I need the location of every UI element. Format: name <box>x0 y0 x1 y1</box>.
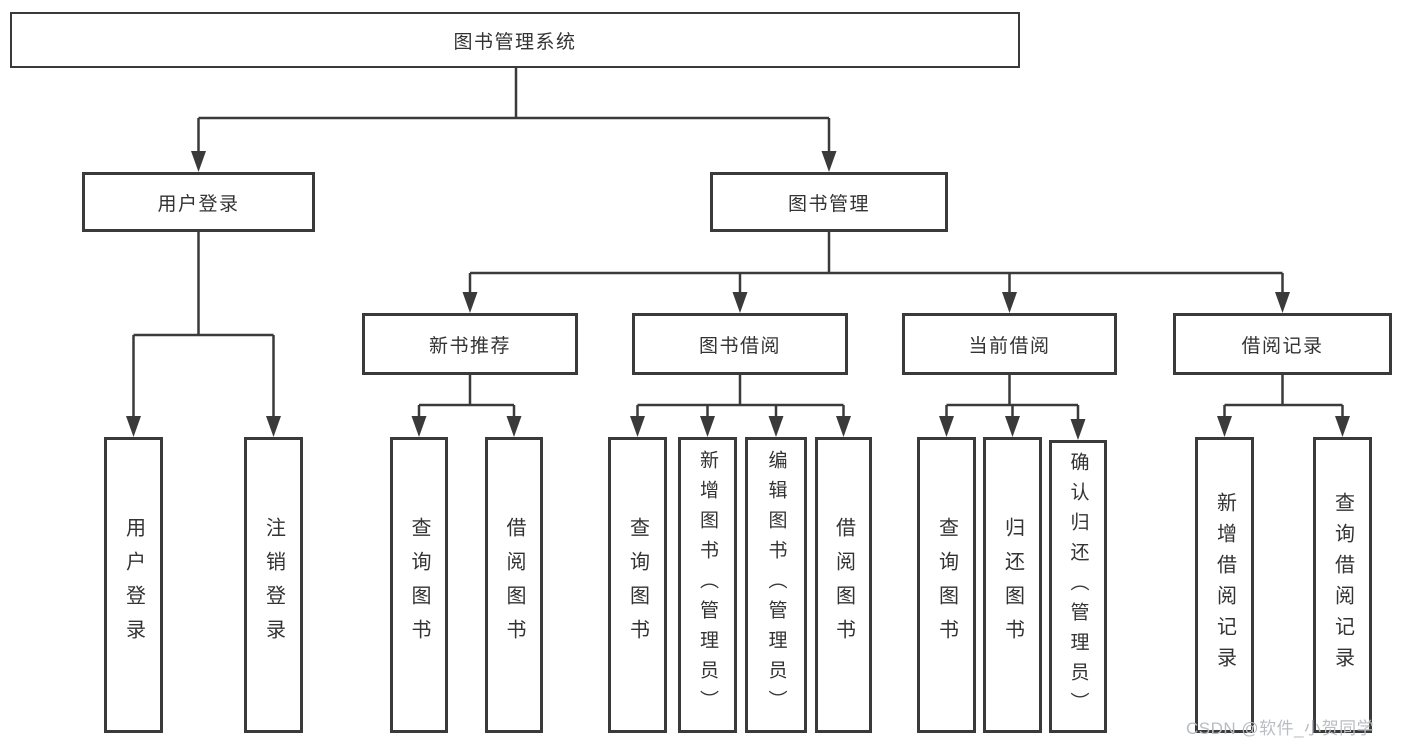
csdn-watermark: CSDN @软件_小贺同学 <box>1186 719 1375 738</box>
leaf-edit-books-admin: 编辑图书（管理员） <box>745 437 807 733</box>
leaf-label: 查询图书 <box>626 517 649 653</box>
leaf-label: 注销登录 <box>262 517 285 653</box>
leaf-label: 查询图书 <box>408 517 430 653</box>
leaf-label: 编辑图书（管理员） <box>765 450 787 720</box>
node-label: 新书推荐 <box>428 335 511 357</box>
leaf-confirm-return-admin: 确认归还（管理员） <box>1049 440 1107 733</box>
leaf-borrow-books: 借阅图书 <box>485 437 543 733</box>
node-system-root: 图书管理系统 <box>10 12 1020 68</box>
leaf-label: 查询借阅记录 <box>1331 492 1354 678</box>
leaf-label: 借阅图书 <box>832 517 855 653</box>
leaf-query-books: 查询图书 <box>608 437 667 733</box>
node-label: 图书借阅 <box>698 335 781 357</box>
leaf-label: 归还图书 <box>1001 517 1024 653</box>
node-label: 借阅记录 <box>1241 335 1324 357</box>
leaf-user-login: 用户登录 <box>104 437 163 733</box>
leaf-label: 新增图书（管理员） <box>697 450 718 720</box>
leaf-query-books: 查询图书 <box>917 437 976 733</box>
leaf-logout: 注销登录 <box>244 437 303 733</box>
leaf-query-books: 查询图书 <box>390 437 448 733</box>
node-user-login: 用户登录 <box>82 172 315 232</box>
leaf-label: 借阅图书 <box>503 517 525 653</box>
node-label: 图书管理 <box>787 193 870 215</box>
node-label: 当前借阅 <box>968 335 1051 357</box>
arrowhead-icons <box>126 151 1350 440</box>
leaf-label: 查询图书 <box>935 517 958 653</box>
leaf-query-borrow-record: 查询借阅记录 <box>1313 437 1372 733</box>
node-book-borrow: 图书借阅 <box>632 313 848 375</box>
node-label: 图书管理系统 <box>453 31 577 53</box>
node-new-book-recommend: 新书推荐 <box>362 313 578 375</box>
leaf-add-borrow-record: 新增借阅记录 <box>1195 437 1254 733</box>
leaf-label: 新增借阅记录 <box>1213 492 1236 678</box>
node-book-management: 图书管理 <box>710 172 948 232</box>
node-label: 用户登录 <box>157 193 240 215</box>
leaf-label: 确认归还（管理员） <box>1067 451 1089 722</box>
leaf-add-books-admin: 新增图书（管理员） <box>678 437 737 733</box>
leaf-borrow-books: 借阅图书 <box>815 437 872 733</box>
leaf-label: 用户登录 <box>122 517 145 653</box>
node-current-borrow: 当前借阅 <box>902 313 1117 375</box>
node-borrow-record: 借阅记录 <box>1173 313 1392 375</box>
leaf-return-books: 归还图书 <box>983 437 1042 733</box>
